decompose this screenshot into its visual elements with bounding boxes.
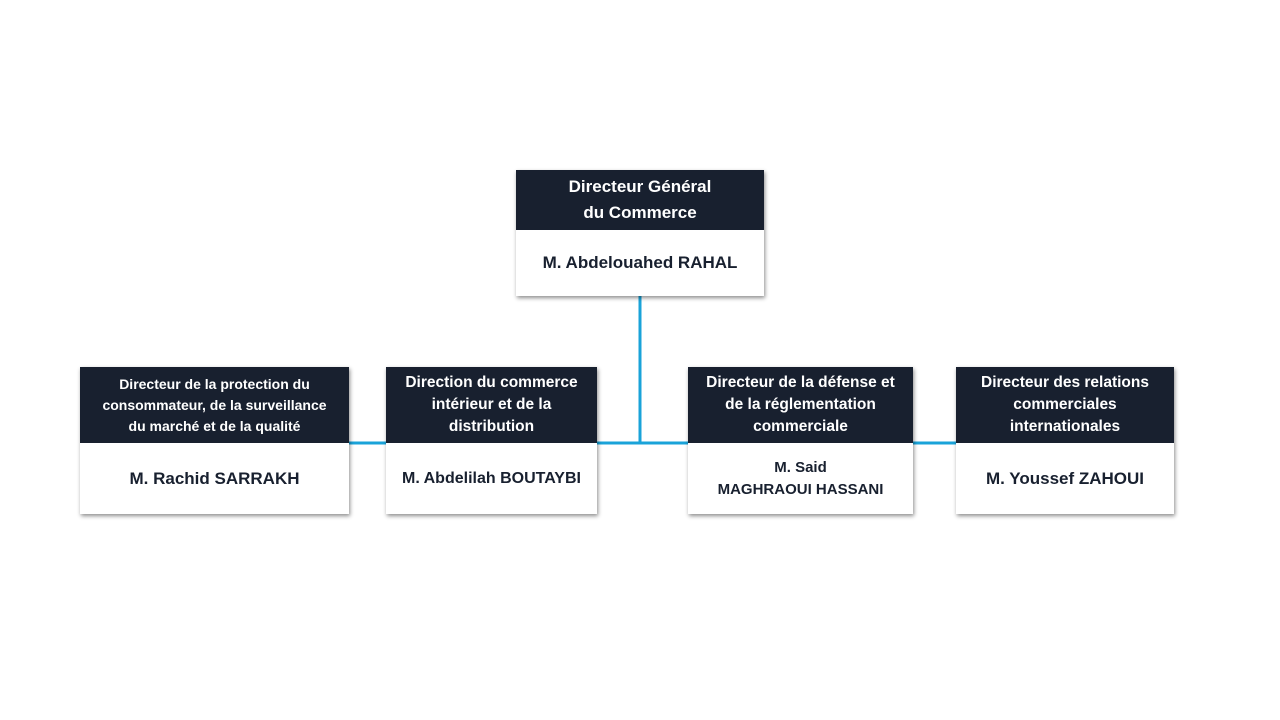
node-person-name: M. Said MAGHRAOUI HASSANI	[717, 458, 884, 498]
node-title: Directeur de la protection du consommate…	[80, 367, 349, 443]
node-title: Directeur Général du Commerce	[516, 170, 764, 230]
node-person-name: M. Rachid SARRAKH	[129, 468, 300, 488]
node-direction-commerce-interieur: Direction du commerce intérieur et de la…	[386, 367, 597, 514]
node-person-name: M. Youssef ZAHOUI	[985, 468, 1145, 488]
node-title: Directeur de la défense et de la régleme…	[688, 367, 913, 443]
node-person-name: M. Abdelilah BOUTAYBI	[402, 469, 581, 487]
node-title: Direction du commerce intérieur et de la…	[386, 367, 597, 443]
node-title: Directeur des relations commerciales int…	[956, 367, 1174, 443]
node-directeur-general: Directeur Général du Commerce M. Abdelou…	[516, 170, 764, 296]
node-directeur-defense-reglementation: Directeur de la défense et de la régleme…	[688, 367, 913, 514]
node-directeur-relations-internationales: Directeur des relations commerciales int…	[956, 367, 1174, 514]
node-directeur-protection-consommateur: Directeur de la protection du consommate…	[80, 367, 349, 514]
node-person-name: M. Abdelouahed RAHAL	[542, 253, 738, 272]
